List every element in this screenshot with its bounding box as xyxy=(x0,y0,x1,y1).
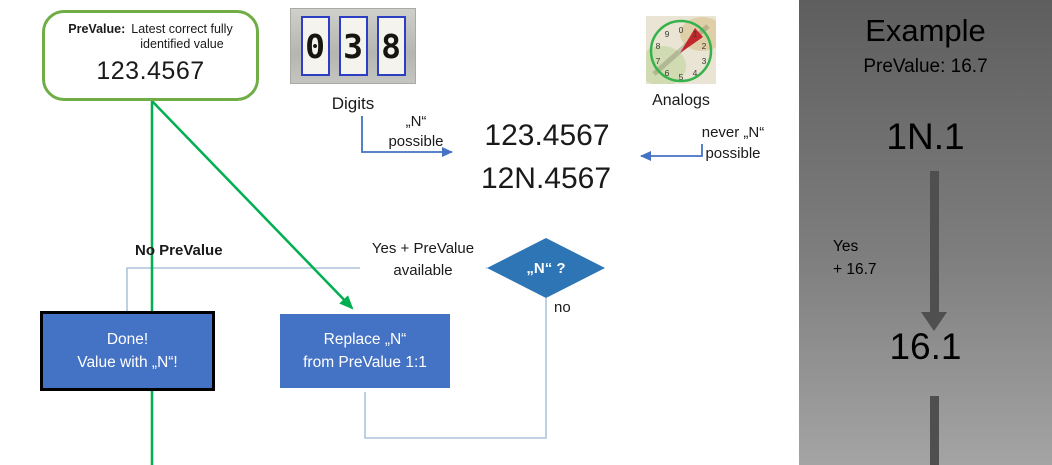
gauge-blob-green xyxy=(646,46,686,84)
svg-text:3: 3 xyxy=(702,56,707,66)
replace-box: Replace „N“ from PreValue 1:1 xyxy=(280,314,450,388)
decision-label: „N“ ? xyxy=(526,259,566,277)
prevalue-description: Latest correct fully identified value xyxy=(131,22,232,52)
digit-cell: 3 xyxy=(338,16,368,76)
svg-text:2: 2 xyxy=(702,41,707,51)
example-step-label: Yes + 16.7 xyxy=(833,235,877,281)
done-box: Done! Value with „N“! xyxy=(40,311,215,391)
replace-box-line1: Replace „N“ xyxy=(323,331,407,348)
digits-note: „N“ possible xyxy=(377,112,455,152)
no-branch-label: no xyxy=(554,299,571,316)
digits-caption: Digits xyxy=(331,94,375,113)
prevalue-value: 123.4567 xyxy=(96,57,205,85)
digits-note-line1: „N“ xyxy=(405,113,427,130)
done-box-line2: Value with „N“! xyxy=(77,354,178,371)
example-value-before: 1N.1 xyxy=(886,116,965,157)
example-value-after: 16.1 xyxy=(889,326,962,367)
digit-cell: 0 xyxy=(300,16,330,76)
digit-cell: 8 xyxy=(376,16,406,76)
example-down-arrow-2 xyxy=(930,396,939,465)
prevalue-description-line2: identified value xyxy=(140,37,224,51)
analogs-note-line1: never „N“ xyxy=(701,124,765,141)
analogs-note: never „N“ possible xyxy=(690,122,776,164)
svg-text:9: 9 xyxy=(665,29,670,39)
svg-text:1: 1 xyxy=(693,29,698,39)
prevalue-label: PreValue: xyxy=(68,22,126,36)
prevalue-description-line1: Latest correct fully xyxy=(131,22,233,36)
yes-branch-line2: available xyxy=(393,262,453,279)
example-step-line1: Yes xyxy=(833,238,859,255)
svg-text:5: 5 xyxy=(679,72,684,82)
yes-branch-label: Yes + PreValue available xyxy=(360,238,486,282)
digits-note-line2: possible xyxy=(388,133,444,150)
no-prevalue-label: No PreValue xyxy=(135,242,223,259)
gauge-detection-circle xyxy=(649,19,713,83)
svg-text:4: 4 xyxy=(693,68,698,78)
gauge-dial-numbers: 0 1 2 3 4 5 6 7 8 9 xyxy=(656,25,707,82)
svg-text:6: 6 xyxy=(665,68,670,78)
digits-image: 0 3 8 xyxy=(290,8,416,84)
analog-gauge-image: 0 1 2 3 4 5 6 7 8 9 xyxy=(646,16,716,84)
example-step-line2: + 16.7 xyxy=(833,261,877,278)
gauge-needle xyxy=(680,28,703,53)
done-box-line1: Done! xyxy=(106,331,149,348)
example-prevalue: PreValue: 16.7 xyxy=(863,56,988,77)
prevalue-box: PreValue: Latest correct fully identifie… xyxy=(42,10,259,101)
analogs-note-line2: possible xyxy=(705,145,761,162)
svg-text:0: 0 xyxy=(679,25,684,35)
green-diagonal-arrow xyxy=(151,100,354,310)
example-panel: Example PreValue: 16.7 1N.1 Yes + 16.7 1… xyxy=(799,0,1052,465)
analogs-caption: Analogs xyxy=(652,92,710,109)
yes-branch-line1: Yes + PreValue xyxy=(371,240,475,257)
replace-box-line2: from PreValue 1:1 xyxy=(303,354,427,371)
example-title: Example xyxy=(865,13,986,48)
example-down-arrow-1-head xyxy=(921,312,947,331)
svg-text:8: 8 xyxy=(656,41,661,51)
example-down-arrow-1 xyxy=(930,171,939,312)
recognized-value-raw: 123.4567 xyxy=(484,119,610,152)
svg-text:7: 7 xyxy=(656,56,661,66)
recognized-value-with-n: 12N.4567 xyxy=(480,162,612,195)
